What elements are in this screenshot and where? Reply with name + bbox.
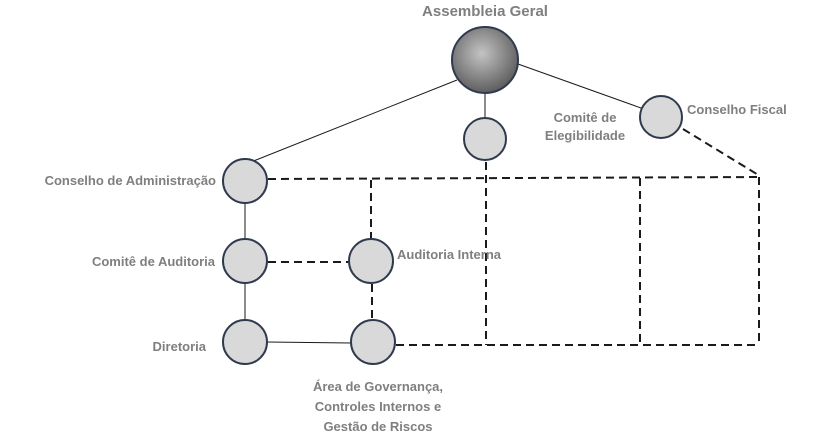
dashed-top-horizontal [267, 176, 761, 180]
label-area-governanca: Área de Governança, Controles Internos e… [293, 377, 463, 437]
node-conselho-fiscal [639, 95, 683, 139]
label-comite-elegibilidade: Comitê de Elegibilidade [525, 109, 645, 145]
label-area-governanca-line3: Gestão de Riscos [323, 419, 433, 434]
label-area-governanca-line1: Área de Governança, [312, 379, 444, 394]
dashed-connectors [267, 128, 761, 346]
line-assembleia-conselho-fiscal [517, 63, 642, 109]
label-auditoria-interna: Auditoria Interna [397, 247, 502, 262]
label-comite-elegibilidade-line1: Comitê de [553, 110, 617, 125]
node-conselho-administracao [222, 158, 268, 204]
node-comite-elegibilidade [463, 117, 507, 161]
line-assembleia-conselho-adm [245, 79, 458, 165]
node-diretoria [222, 319, 268, 365]
label-comite-elegibilidade-line2: Elegibilidade [544, 128, 626, 143]
label-conselho-fiscal: Conselho Fiscal [687, 102, 787, 117]
node-assembleia-geral [451, 26, 519, 94]
node-auditoria-interna [348, 238, 394, 284]
label-assembleia-geral: Assembleia Geral [422, 3, 548, 20]
line-diretoria-area-gov [266, 341, 352, 344]
solid-connectors [244, 63, 642, 344]
label-conselho-administracao: Conselho de Administração [44, 173, 216, 188]
node-comite-auditoria [222, 238, 268, 284]
label-area-governanca-line2: Controles Internos e [314, 399, 442, 414]
node-area-governanca [350, 319, 396, 365]
dashed-conselho-fiscal-diagonal [682, 128, 761, 177]
label-diretoria: Diretoria [152, 339, 206, 354]
label-comite-auditoria: Comitê de Auditoria [91, 254, 215, 269]
nodes [222, 26, 683, 365]
